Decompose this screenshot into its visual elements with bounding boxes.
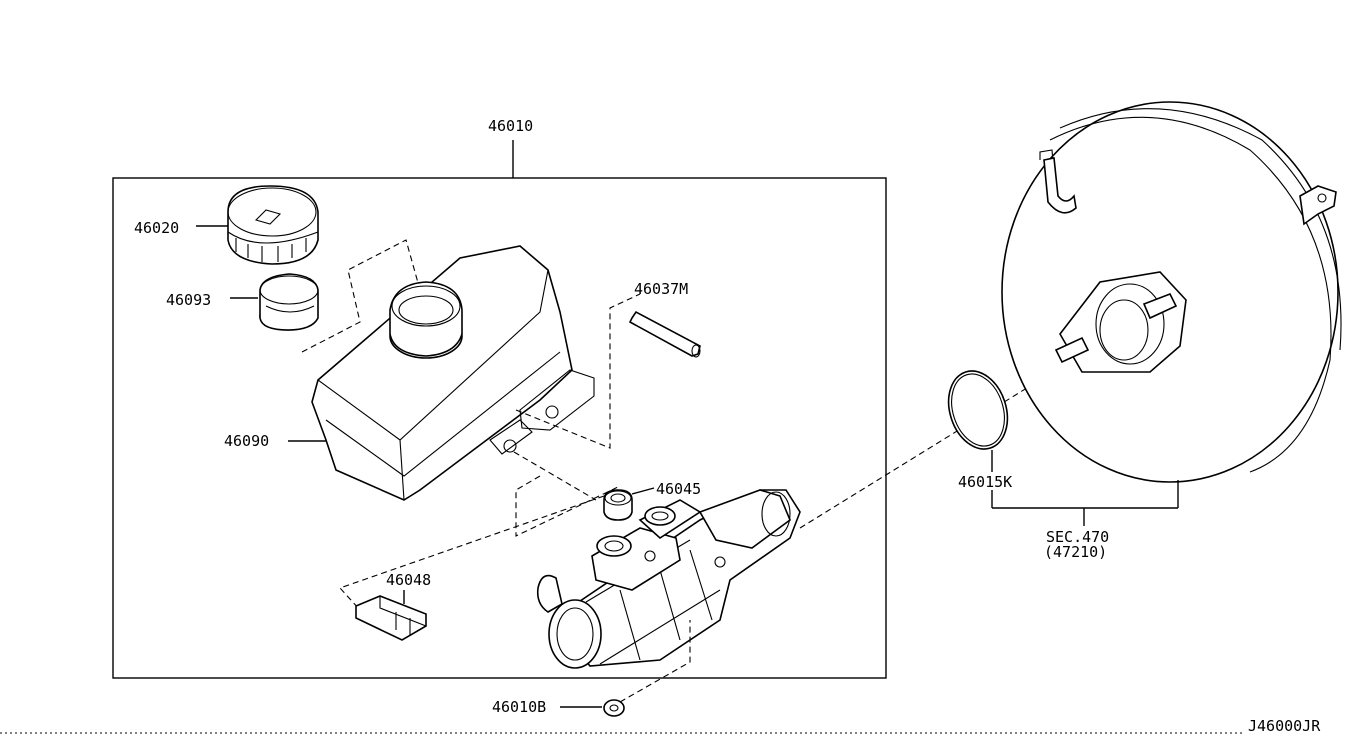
brake-booster-part — [1001, 101, 1342, 483]
label-47210: (47210) — [1044, 543, 1107, 561]
assembly-frame — [112, 177, 887, 679]
connector-part — [355, 595, 427, 641]
label-46090: 46090 — [224, 432, 269, 450]
label-46045: 46045 — [656, 480, 701, 498]
nut-part — [603, 699, 625, 717]
reservoir-cap-part — [227, 185, 319, 265]
grommet-part — [603, 489, 633, 521]
label-46020: 46020 — [134, 219, 179, 237]
pin-part — [628, 310, 701, 358]
label-46048: 46048 — [386, 571, 431, 589]
master-cylinder-part — [536, 489, 801, 669]
strainer-part — [259, 273, 319, 331]
drawing-code: J46000JR — [1248, 717, 1321, 735]
seal-ring-part — [947, 370, 1009, 450]
label-46010B: 46010B — [492, 698, 546, 716]
label-46015K: 46015K — [958, 473, 1012, 491]
label-46093: 46093 — [166, 291, 211, 309]
reservoir-part — [311, 245, 595, 501]
label-46037M: 46037M — [634, 280, 688, 298]
label-sec-470: SEC.470 — [1046, 528, 1109, 546]
label-46010: 46010 — [488, 117, 533, 135]
